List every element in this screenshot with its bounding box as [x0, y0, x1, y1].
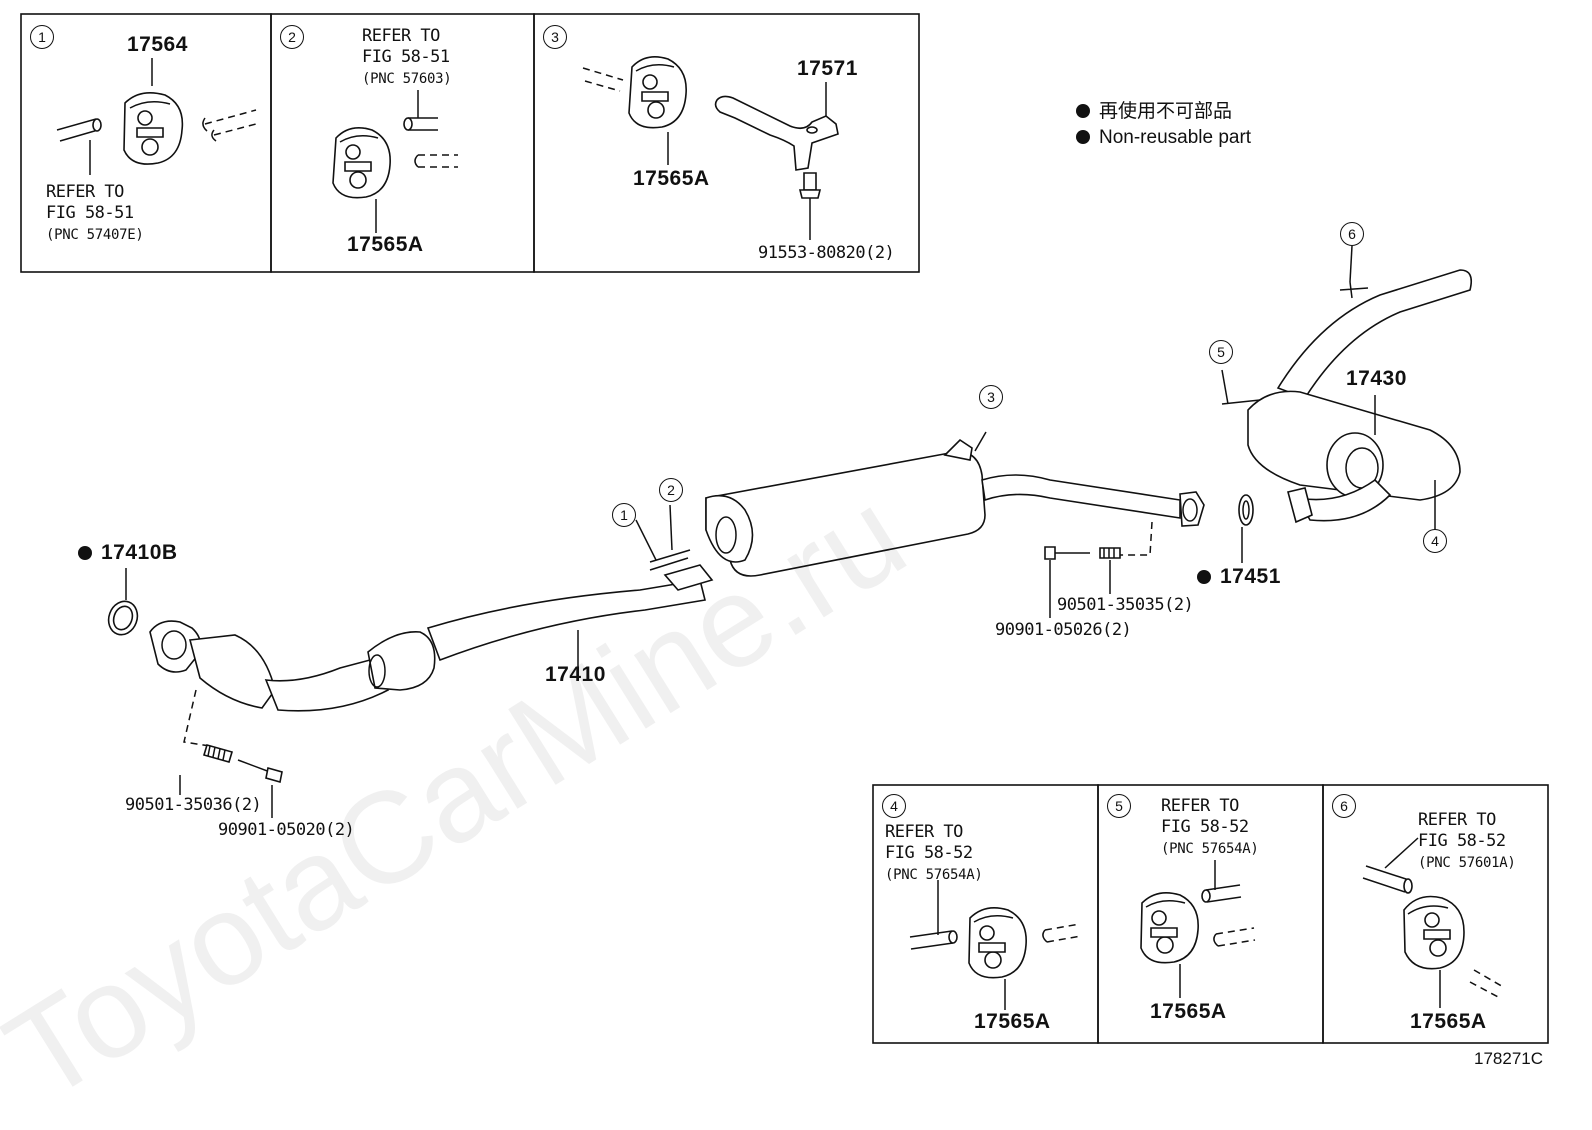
- legend-jp: 再使用不可部品: [1076, 102, 1232, 121]
- main-callout-3: 3: [979, 385, 1003, 409]
- legend-dot-icon: [1076, 130, 1090, 144]
- part-number-spring-rear: 90501-35035(2): [1057, 595, 1194, 615]
- part-number-17564: 17564: [127, 33, 188, 56]
- main-callout-5: 5: [1209, 340, 1233, 364]
- hanger-bracket-17571-drawing: [582, 56, 839, 240]
- hanger-17564-drawing: [56, 58, 257, 175]
- center-muffler-drawing: [635, 431, 987, 591]
- figure-code: 178271C: [1474, 1049, 1544, 1068]
- non-reusable-dot-icon: [78, 546, 92, 560]
- part-number-bolt-front: 90901-05020(2): [218, 820, 355, 840]
- rear-spring-bolt-drawing: [1044, 546, 1121, 618]
- legend-dot-icon: [1076, 104, 1090, 118]
- part-number-17451: 17451: [1197, 566, 1281, 587]
- gasket-17451-drawing: [1238, 494, 1254, 563]
- front-pipe-17410-drawing: [149, 579, 706, 712]
- inset-callout-4: 4: [882, 794, 906, 818]
- hanger-17565A-inset2-drawing: [332, 90, 458, 233]
- part-number-17565A-inset5: 17565A: [1150, 1000, 1227, 1023]
- part-number-bolt-rear: 90901-05026(2): [995, 620, 1132, 640]
- part-number-17565A-inset2: 17565A: [347, 233, 424, 256]
- inset-callout-1: 1: [30, 25, 54, 49]
- main-callout-4: 4: [1423, 529, 1447, 553]
- inset-callout-6: 6: [1332, 794, 1356, 818]
- main-callout-6: 6: [1340, 222, 1364, 246]
- intermediate-pipe-drawing: [981, 474, 1205, 556]
- exhaust-parts-diagram: ToyotaCarMine.ru: [0, 13, 1549, 1128]
- inset-callout-2: 2: [280, 25, 304, 49]
- inset-callout-5: 5: [1107, 794, 1131, 818]
- inset-box-6: [1322, 784, 1549, 1044]
- part-number-17571: 17571: [797, 57, 858, 80]
- part-number-17410B: 17410B: [78, 542, 178, 563]
- inset-callout-3: 3: [543, 25, 567, 49]
- part-number-bolt-91553: 91553-80820(2): [758, 243, 895, 263]
- part-number-spring-front: 90501-35036(2): [125, 795, 262, 815]
- diagram-drawing: [20, 13, 1549, 1044]
- legend-en: Non-reusable part: [1076, 128, 1251, 147]
- tail-pipe-17430-drawing: [1221, 245, 1473, 530]
- inset-box-3: [533, 13, 920, 273]
- part-number-17565A-inset4: 17565A: [974, 1010, 1051, 1033]
- main-callout-1: 1: [612, 503, 636, 527]
- part-number-17430: 17430: [1346, 367, 1407, 390]
- gasket-17410B-drawing: [107, 568, 139, 636]
- main-callout-2: 2: [659, 478, 683, 502]
- part-number-17410: 17410: [545, 663, 606, 686]
- front-spring-bolt-drawing: [179, 689, 283, 818]
- part-number-17565A-inset3: 17565A: [633, 167, 710, 190]
- hanger-17565A-inset4-drawing: [909, 880, 1082, 1010]
- part-number-17565A-inset6: 17565A: [1410, 1010, 1487, 1033]
- non-reusable-dot-icon: [1197, 570, 1211, 584]
- hanger-17565A-inset6-drawing: [1362, 837, 1506, 1008]
- hanger-17565A-inset5-drawing: [1140, 860, 1256, 998]
